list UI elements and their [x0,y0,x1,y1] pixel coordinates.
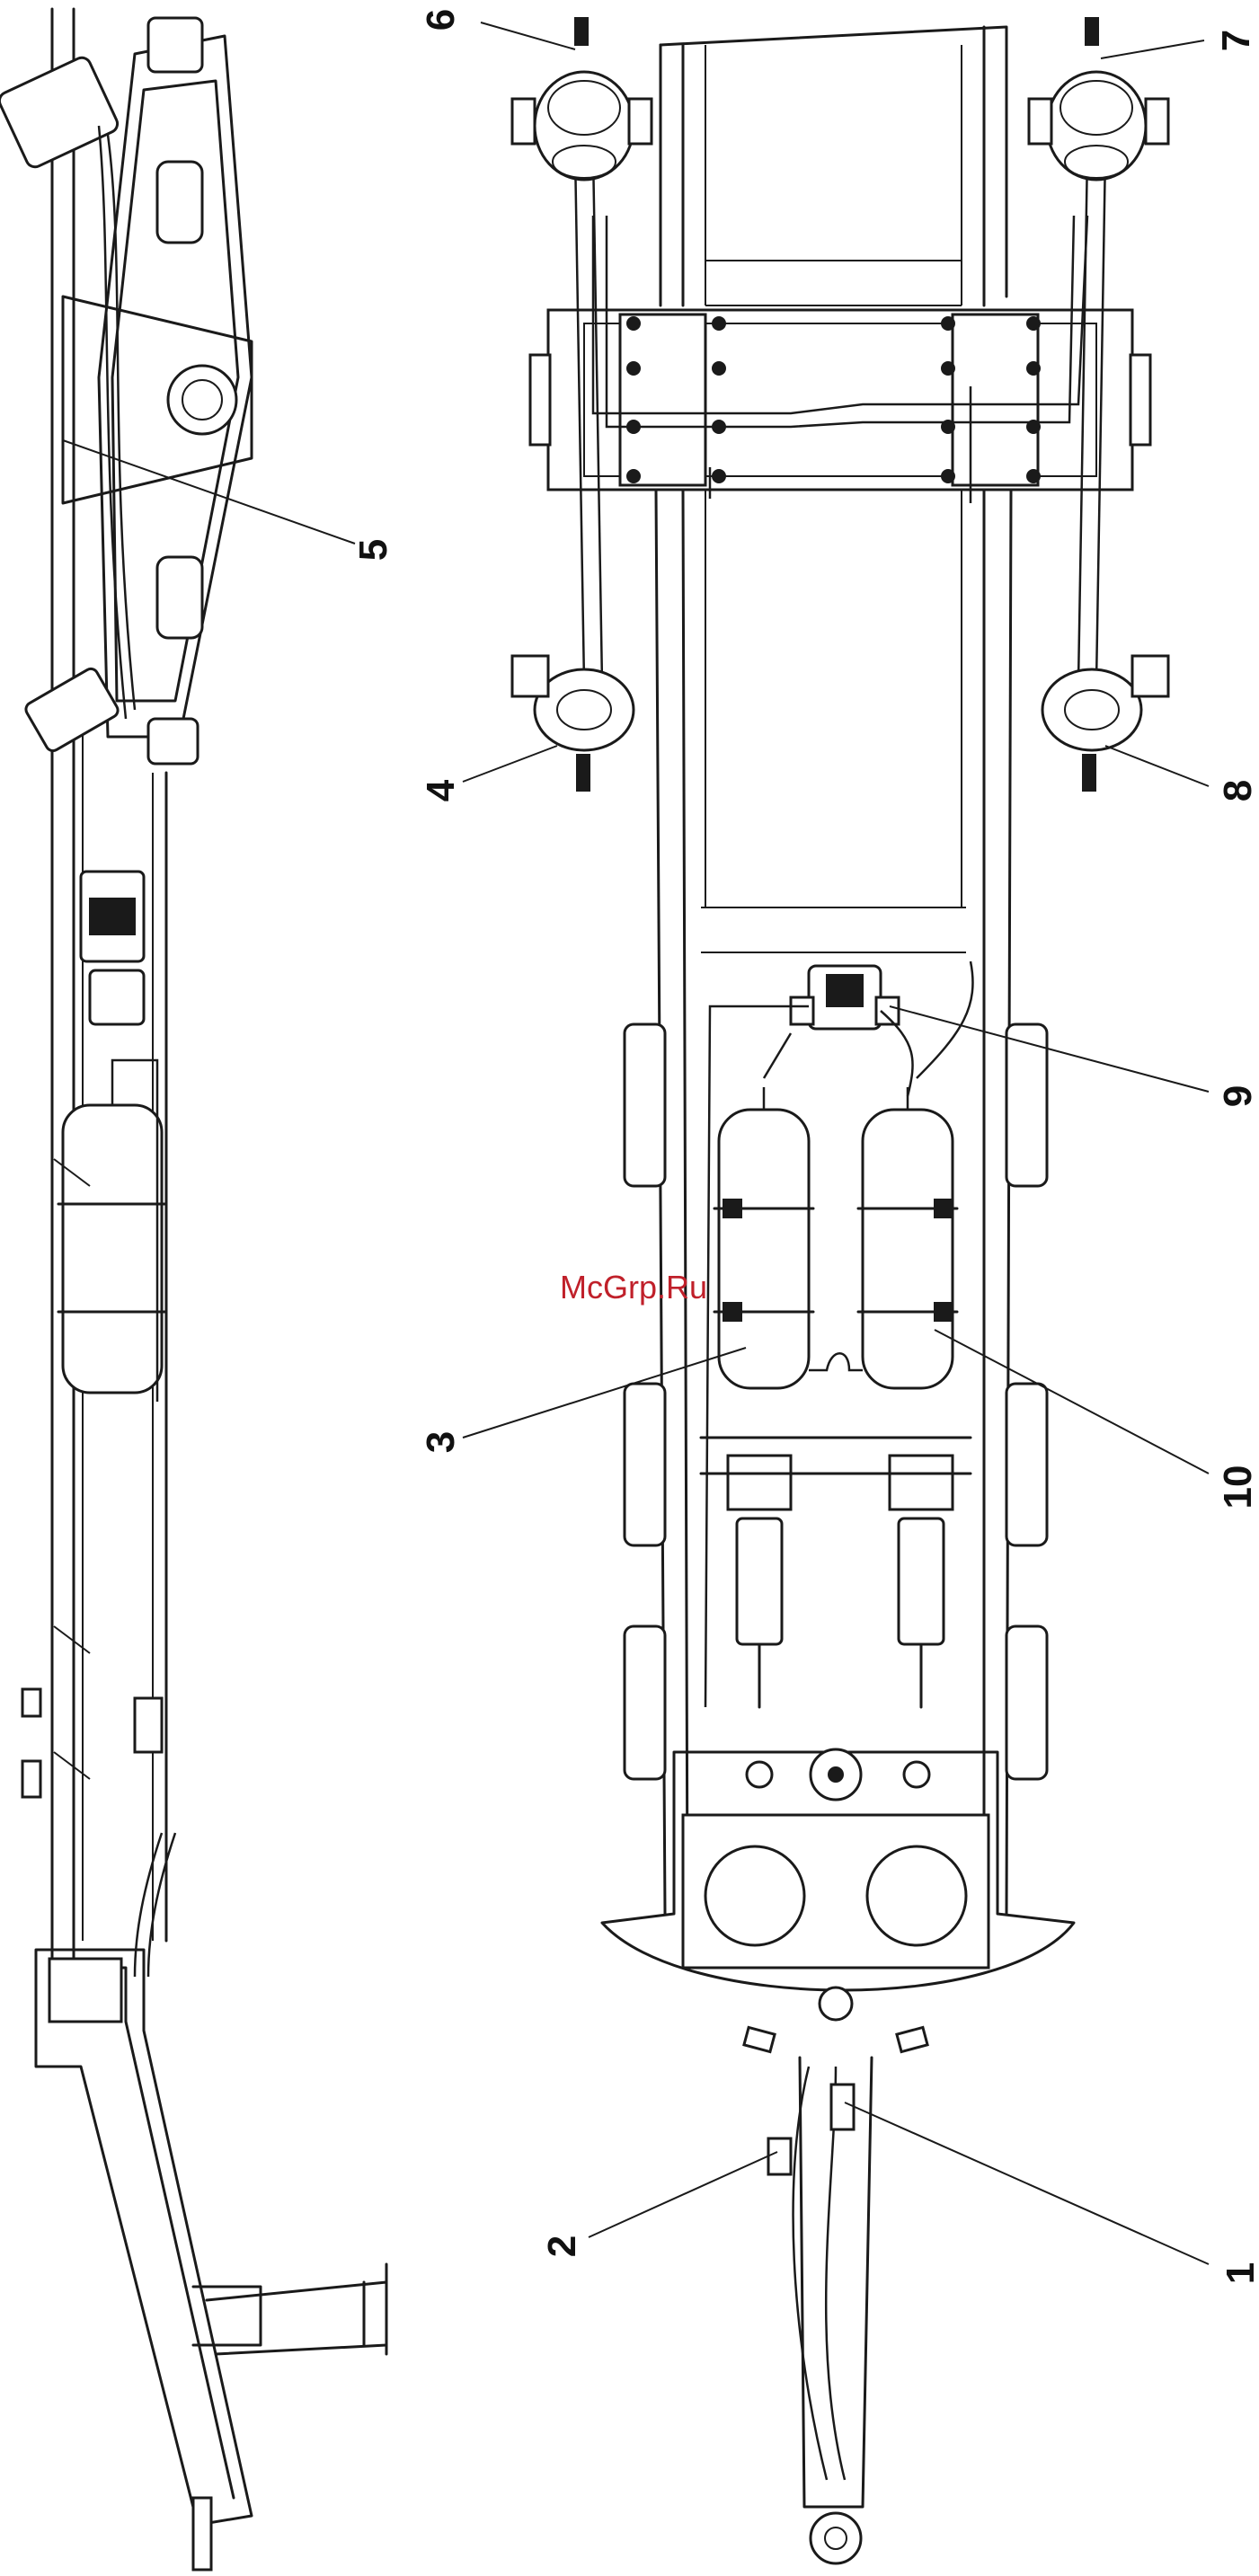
callout-7: 7 [1214,30,1258,51]
side-view [0,9,386,2570]
watermark: McGrp.Ru [560,1269,707,1306]
leaf-spring-window-bottom [157,557,202,638]
mount-hole-left [705,1846,804,1945]
callout-8: 8 [1216,780,1259,801]
tyre-left-1 [625,1024,665,1186]
brake-chamber-4 [512,656,634,791]
coupling-head-2 [768,2138,791,2174]
drawbar-eye-side [193,2498,211,2570]
air-receiver-10 [858,1110,957,1388]
cylinder-mount-right [890,1456,953,1509]
tyre-right-2 [1006,1384,1047,1545]
callout-1: 1 [1219,2262,1259,2284]
brake-chamber-side-top [0,55,120,170]
tyre-left-2 [625,1384,665,1545]
callout-9: 9 [1216,1085,1259,1107]
mount-hole-right [867,1846,966,1945]
tyre-right-1 [1006,1024,1047,1186]
drawbar-eye [811,2513,861,2563]
callout-3: 3 [419,1431,463,1453]
suspension-cylinder-left [737,1518,782,1644]
leaf-spring-window-top [157,162,202,243]
drawbar-mount-side [49,1959,121,2022]
relay-valve-9 [791,966,899,1029]
suspension-cylinder-right [899,1518,944,1644]
callout-2: 2 [540,2235,584,2257]
coupling-head-1 [831,2085,854,2129]
callout-10: 10 [1216,1465,1259,1509]
callout-4: 4 [419,779,463,801]
callout-5: 5 [351,539,395,561]
brake-chamber-6 [512,18,652,180]
brake-chamber-8 [1042,656,1168,791]
tyre-left-3 [625,1626,665,1779]
cylinder-mount-left [728,1456,791,1509]
brake-chamber-7 [1029,18,1168,180]
axle-hub-icon [168,366,236,434]
air-receiver-side [63,1105,162,1393]
air-receiver-3 [714,1110,813,1388]
tyre-right-3 [1006,1626,1047,1779]
callout-6: 6 [419,9,463,31]
